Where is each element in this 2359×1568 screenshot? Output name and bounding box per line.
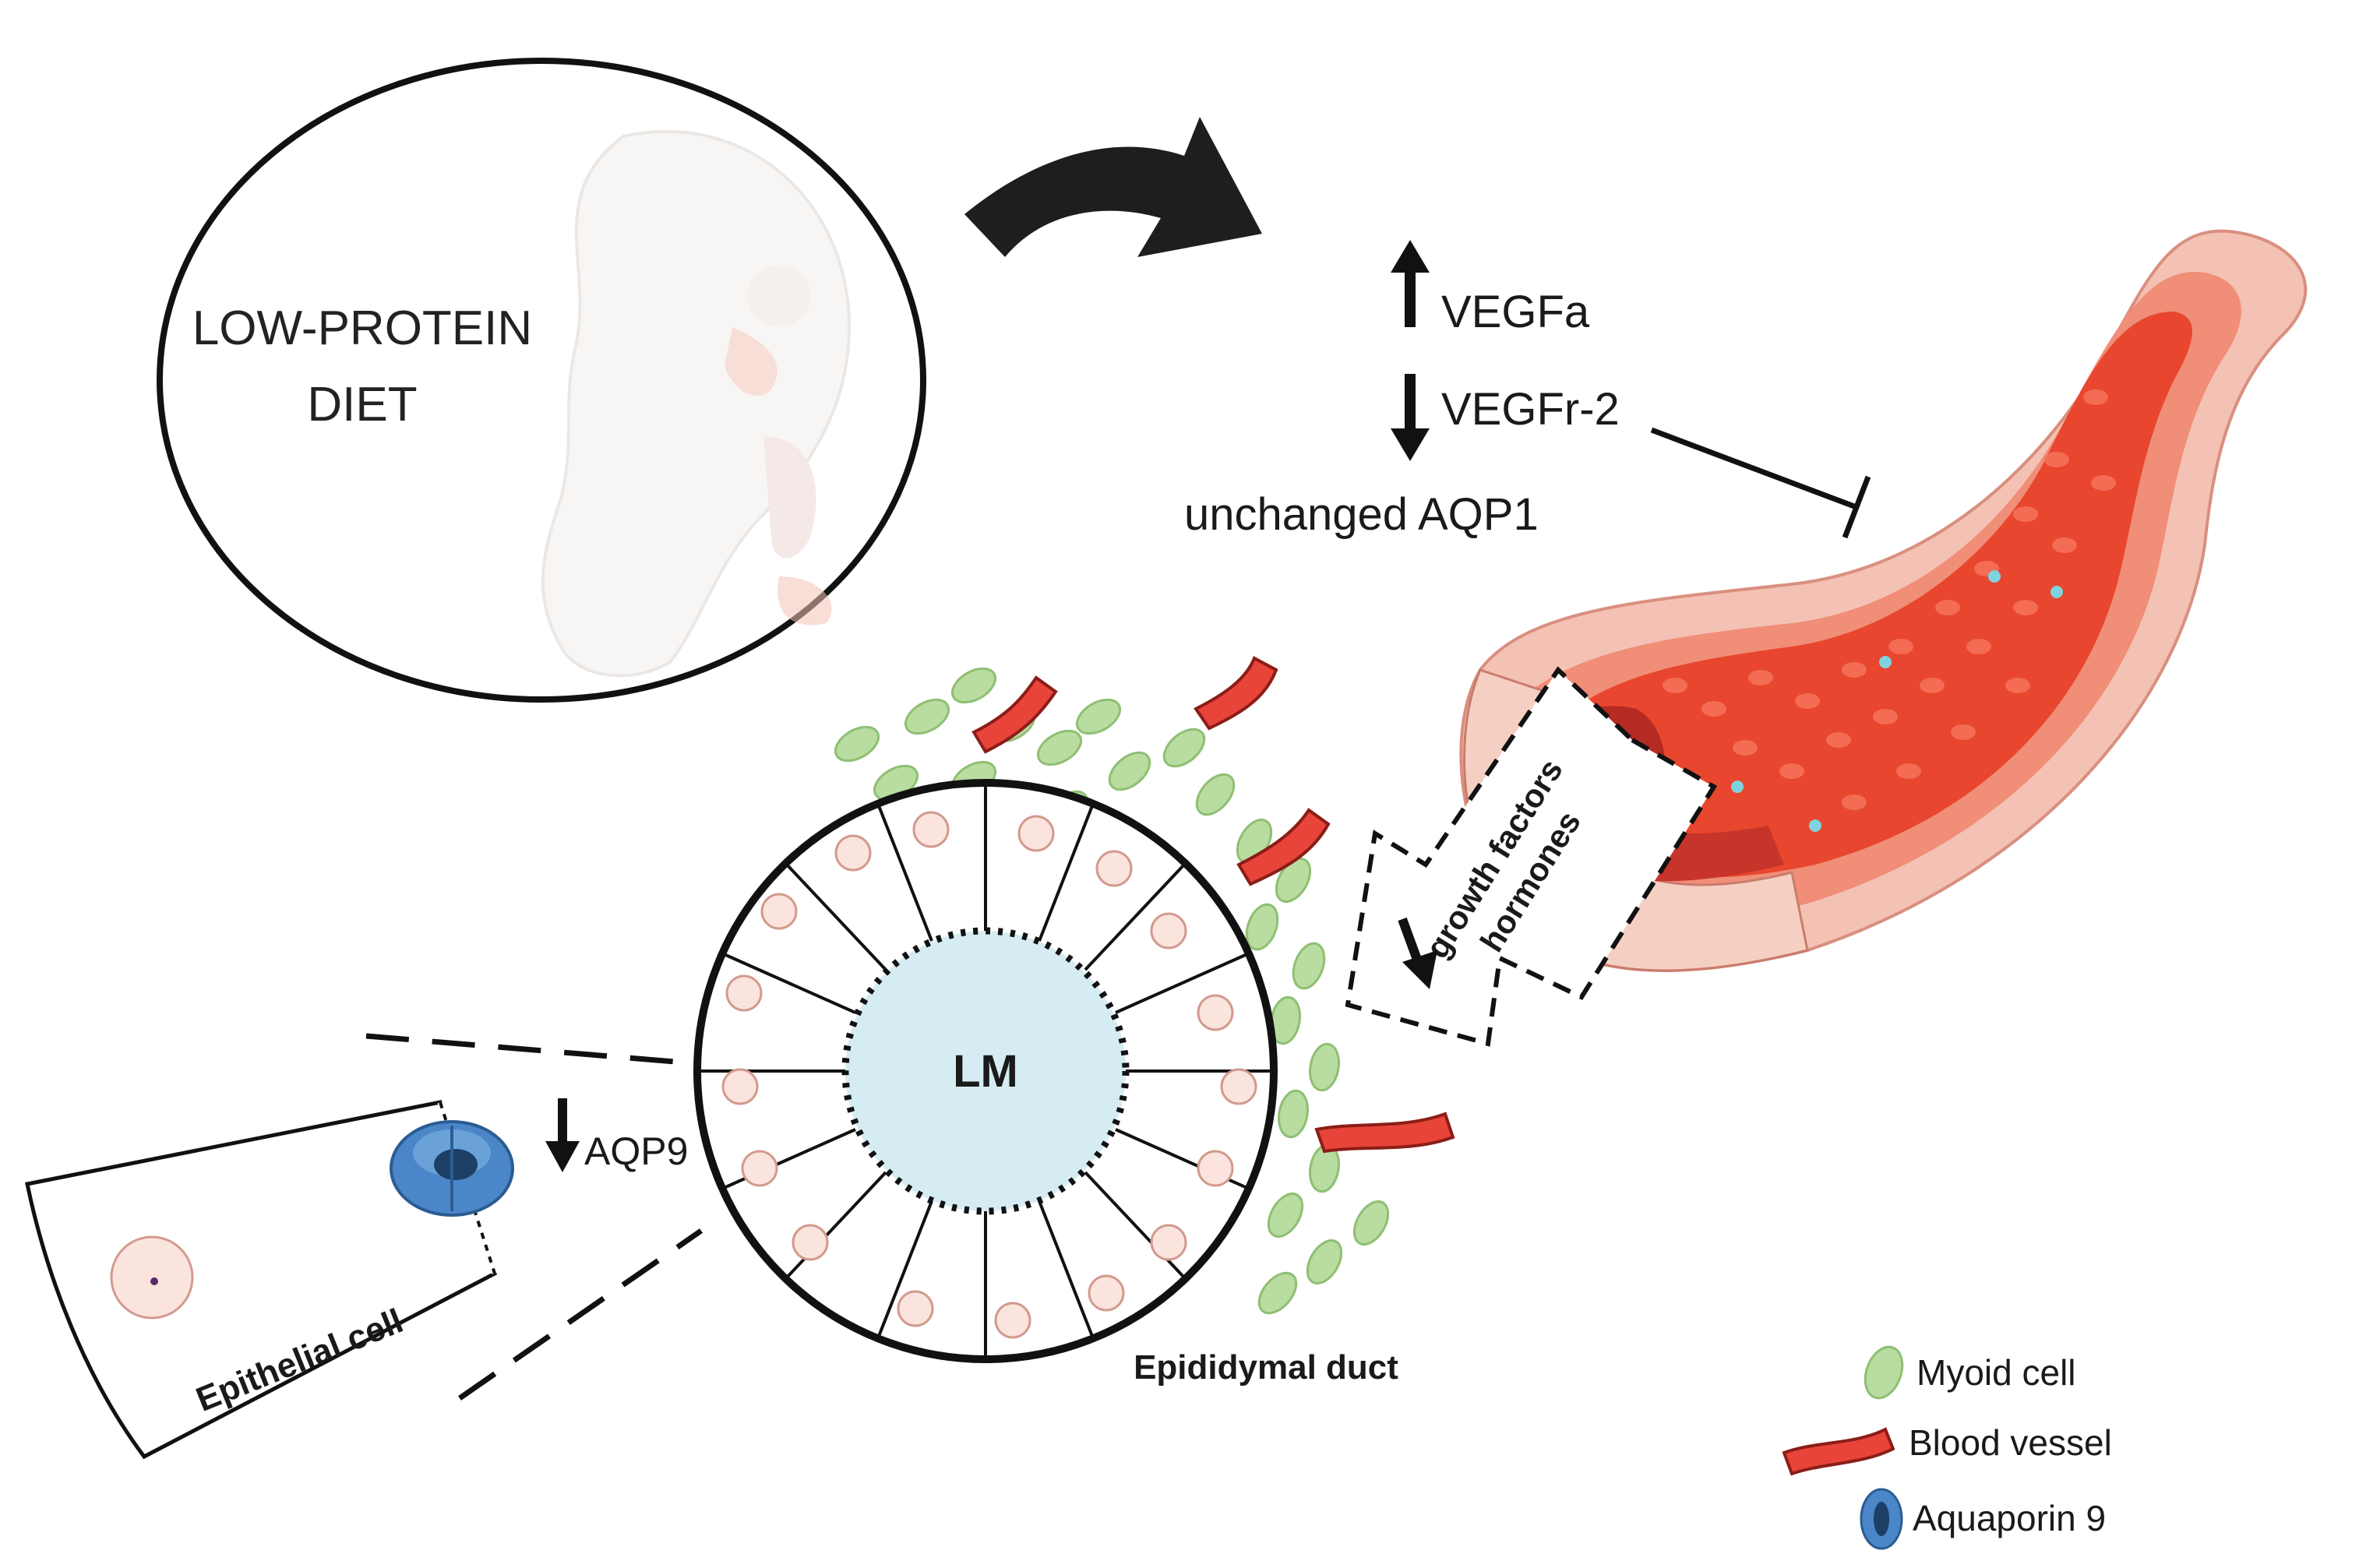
curved-arrow-icon: [964, 117, 1262, 257]
aqp9-label: AQP9: [584, 1129, 688, 1173]
inhibition-line: [1650, 427, 1871, 539]
down-arrow-icon: [1398, 917, 1437, 989]
diet-label-line1: LOW-PROTEIN: [192, 301, 532, 355]
regulation-block: VEGFa VEGFr-2 unchanged AQP1: [1184, 240, 1871, 540]
up-arrow-icon: [1391, 240, 1430, 327]
diet-label-line2: DIET: [307, 378, 417, 432]
fetus-icon: [541, 129, 852, 678]
aquaporin-9-icon: [390, 1120, 514, 1217]
vegfr2-label: VEGFr-2: [1441, 384, 1620, 435]
legend: Myoid cell Blood vessel Aquaporin 9: [1782, 1345, 2112, 1550]
growth-factors-arrow: growth factors hormones: [1345, 666, 1718, 1047]
aqp1-label: unchanged AQP1: [1184, 489, 1539, 540]
lumen: [841, 927, 1130, 1215]
low-protein-diet-bubble: LOW-PROTEIN DIET: [157, 58, 926, 703]
lumen-label: LM: [953, 1046, 1018, 1097]
myoid-cell-icon: [1864, 1345, 1904, 1400]
epididymal-duct: LM Epididymal duct: [693, 779, 1398, 1387]
cell-nucleus: [110, 1235, 194, 1320]
epithelium-dividers: [697, 783, 1274, 1359]
small-blood-vessels: [971, 656, 1455, 1154]
legend-myoid-label: Myoid cell: [1916, 1352, 2076, 1393]
legend-aquaporin-label: Aquaporin 9: [1913, 1498, 2106, 1538]
vegfa-label: VEGFa: [1441, 287, 1590, 337]
down-arrow-icon: [1391, 374, 1430, 461]
down-arrow-icon: [545, 1098, 580, 1172]
blood-vessel-icon: [1782, 1427, 1895, 1476]
epididymal-duct-label: Epididymal duct: [1134, 1348, 1398, 1387]
aquaporin-legend-icon: [1860, 1488, 1903, 1550]
zoom-lines: [365, 1033, 703, 1401]
epithelial-nuclei: [721, 811, 1257, 1339]
legend-vessel-label: Blood vessel: [1909, 1422, 2112, 1463]
epithelial-cell-zoom: AQP9 Epithelial cell: [25, 1098, 688, 1460]
